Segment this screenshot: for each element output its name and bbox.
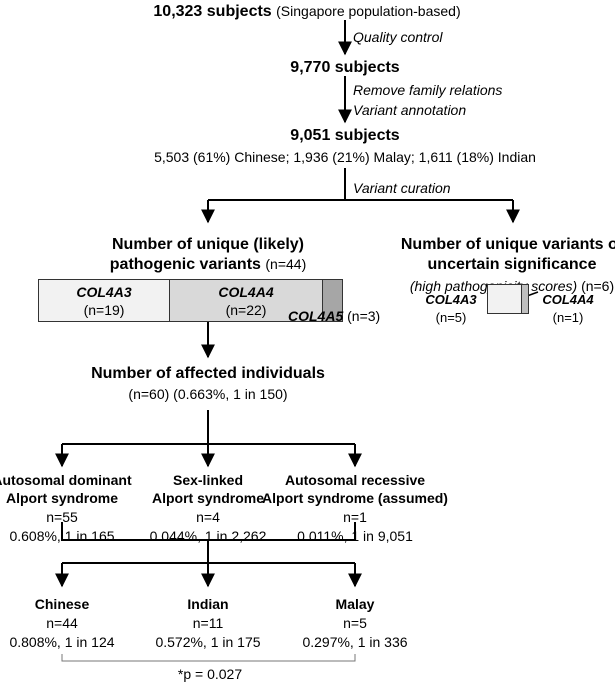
vus-col4a3-count: (n=5) — [435, 310, 467, 325]
chinese-n: n=44 — [46, 615, 78, 631]
subjects-9051: 9,051 subjects — [290, 127, 400, 144]
ar-line1: Autosomal recessive — [284, 472, 426, 488]
indian-n: n=11 — [192, 615, 224, 631]
top-subjects-desc: (Singapore population-based) — [276, 3, 461, 19]
ad-n: n=55 — [46, 509, 78, 525]
step-variant-curation: Variant curation — [353, 180, 451, 196]
ethnic-breakdown: 5,503 (61%) Chinese; 1,936 (21%) Malay; … — [154, 149, 536, 165]
sl-n: n=4 — [196, 509, 220, 525]
ad-line2: Alport syndrome — [5, 490, 119, 506]
sl-line1: Sex-linked — [172, 472, 244, 488]
pathogenic-title-text: pathogenic variants — [109, 256, 261, 273]
ad-stats: 0.608%, 1 in 165 — [9, 528, 115, 544]
vus-count: (n=6) — [581, 278, 615, 294]
col4a5-callout: COL4A5 (n=3) — [288, 309, 380, 323]
pathogenic-title-line1: Number of unique (likely) — [111, 236, 305, 253]
vus-title-line1: Number of unique variants of — [400, 236, 615, 253]
top-subjects: 10,323 subjects (Singapore population-ba… — [153, 4, 460, 20]
pathogenic-title-line2: pathogenic variants (n=44) — [110, 257, 306, 273]
col4a4-count: (n=22) — [225, 302, 267, 318]
ar-stats: 0.011%, 1 in 9,051 — [297, 528, 413, 544]
step-quality-control: Quality control — [353, 29, 443, 45]
col4a3-count: (n=19) — [83, 302, 125, 318]
vus-title-line2: uncertain significance — [427, 256, 597, 273]
malay-stats: 0.297%, 1 in 336 — [302, 634, 408, 650]
ar-n: n=1 — [343, 509, 367, 525]
chinese-label: Chinese — [34, 596, 90, 612]
ad-line1: Autosomal dominant — [0, 472, 132, 488]
subjects-9770: 9,770 subjects — [290, 59, 400, 76]
malay-label: Malay — [335, 596, 375, 612]
chinese-stats: 0.808%, 1 in 124 — [9, 634, 115, 650]
ar-line2: Alport syndrome (assumed) — [262, 490, 448, 506]
sl-line2: Alport syndrome — [151, 490, 265, 506]
malay-n: n=5 — [343, 615, 367, 631]
pvalue-bracket — [61, 654, 356, 662]
col4a5-label: COL4A5 — [288, 308, 344, 324]
col4a3-label: COL4A3 — [76, 284, 132, 300]
col4a4-label: COL4A4 — [218, 284, 274, 300]
pathogenic-count: (n=44) — [265, 256, 307, 272]
vus-col4a3-label: COL4A3 — [425, 292, 477, 307]
col4a5-count: (n=3) — [347, 308, 381, 324]
vus-col4a4-label: COL4A4 — [542, 292, 594, 307]
sl-stats: 0.044%, 1 in 2,262 — [149, 528, 267, 544]
top-subjects-count: 10,323 subjects — [153, 3, 272, 20]
vus-col4a4-box — [521, 284, 529, 314]
col4a5-box — [322, 279, 343, 322]
p-value: *p = 0.027 — [177, 666, 243, 682]
affected-title: Number of affected individuals — [91, 365, 325, 382]
vus-col4a4-count: (n=1) — [552, 310, 584, 325]
indian-stats: 0.572%, 1 in 175 — [155, 634, 261, 650]
step-remove-family: Remove family relations — [353, 82, 503, 98]
affected-stats: (n=60) (0.663%, 1 in 150) — [128, 386, 288, 402]
step-variant-annotation: Variant annotation — [353, 102, 467, 118]
indian-label: Indian — [187, 596, 229, 612]
